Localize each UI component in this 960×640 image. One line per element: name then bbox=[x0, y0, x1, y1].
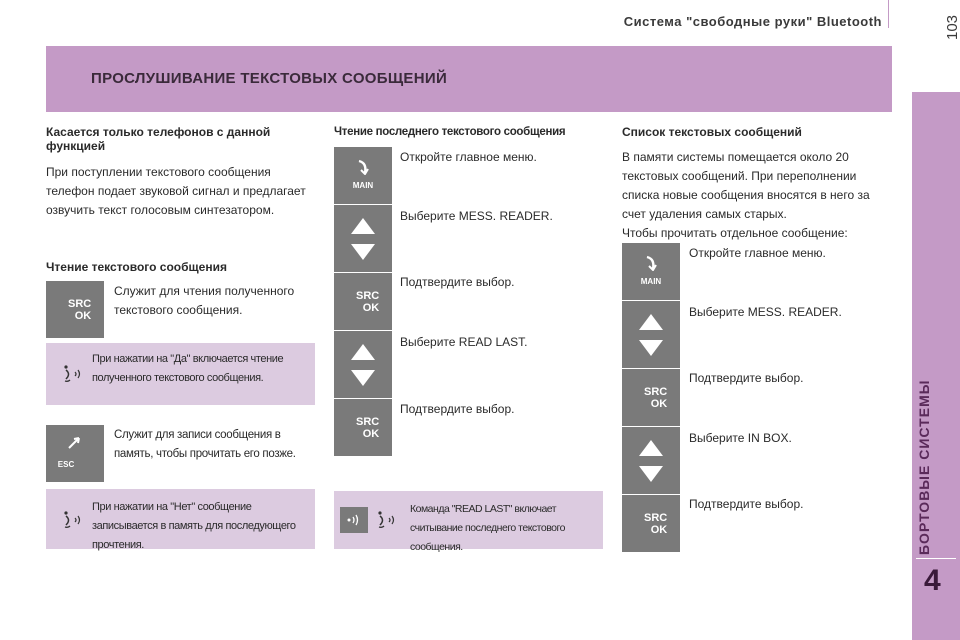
main-menu-icon: MAIN bbox=[334, 147, 392, 205]
arrow-down-icon bbox=[639, 465, 663, 482]
section-title: ПРОСЛУШИВАНИЕ ТЕКСТОВЫХ СООБЩЕНИЙ bbox=[91, 70, 448, 87]
voice-command-icon bbox=[64, 511, 81, 528]
voice-command-icon bbox=[64, 365, 81, 382]
arrow-up-icon bbox=[639, 313, 663, 330]
arrow-down-icon bbox=[351, 243, 375, 260]
reading-heading: Чтение текстового сообщения bbox=[46, 260, 227, 274]
page-number: 103 bbox=[944, 14, 960, 40]
right-intro: В памяти системы помещается около 20 тек… bbox=[622, 150, 870, 221]
src-ok-key-icon: SRC OK bbox=[46, 281, 104, 339]
chapter-number: 4 bbox=[924, 564, 941, 597]
middle-step-2: Выберите MESS. READER. bbox=[400, 209, 553, 223]
right-step-5: Подтвердите выбор. bbox=[689, 497, 804, 511]
arrow-up-icon bbox=[639, 439, 663, 456]
yes-note-text: При нажатии на "Да" включается чтение по… bbox=[92, 353, 284, 384]
arrow-down-icon bbox=[639, 339, 663, 356]
middle-heading: Чтение последнего текстового сообщения bbox=[334, 126, 566, 138]
arrow-keys-icon bbox=[622, 427, 680, 495]
chapter-tab-divider bbox=[916, 558, 956, 559]
chapter-side-tab bbox=[912, 92, 960, 640]
section-banner: ПРОСЛУШИВАНИЕ ТЕКСТОВЫХ СООБЩЕНИЙ bbox=[46, 46, 892, 112]
right-step-3: Подтвердите выбор. bbox=[689, 371, 804, 385]
arrow-keys-icon bbox=[334, 205, 392, 273]
speaker-icon bbox=[340, 507, 368, 533]
middle-step-4: Выберите READ LAST. bbox=[400, 335, 528, 349]
middle-step-3: Подтвердите выбор. bbox=[400, 275, 515, 289]
left-intro: При поступлении текстового сообщения тел… bbox=[46, 165, 306, 217]
right-step-1: Откройте главное меню. bbox=[689, 246, 826, 260]
no-note-text: При нажатии на "Нет" сообщение записывае… bbox=[92, 501, 296, 551]
esc-description: Служит для записи сообщения в память, чт… bbox=[114, 429, 296, 460]
esc-key-icon: ESC bbox=[46, 425, 104, 483]
middle-step-1: Откройте главное меню. bbox=[400, 150, 537, 164]
left-heading: Касается только телефонов с данной функц… bbox=[46, 125, 271, 153]
arrow-down-icon bbox=[351, 369, 375, 386]
middle-step-5: Подтвердите выбор. bbox=[400, 402, 515, 416]
src-ok-key-icon: SRC OK bbox=[622, 495, 680, 553]
no-note-box: При нажатии на "Нет" сообщение записывае… bbox=[46, 489, 315, 551]
right-lead: Чтобы прочитать отдельное сообщение: bbox=[622, 226, 848, 240]
main-arrow-icon bbox=[646, 255, 657, 272]
src-ok-description: Служит для чтения полученного текстового… bbox=[114, 284, 295, 317]
arrow-up-icon bbox=[351, 343, 375, 360]
chapter-tab-label: БОРТОВЫЕ СИСТЕМЫ bbox=[916, 379, 932, 555]
src-ok-key-icon: SRC OK bbox=[622, 369, 680, 427]
read-last-note-box: Команда "READ LAST" включает считывание … bbox=[334, 491, 603, 553]
src-ok-key-icon: SRC OK bbox=[334, 399, 392, 457]
voice-command-icon bbox=[378, 511, 395, 528]
running-header: Система "свободные руки" Bluetooth bbox=[623, 14, 882, 29]
esc-arrow-icon bbox=[68, 437, 80, 449]
arrow-keys-icon bbox=[622, 301, 680, 369]
yes-note-box: При нажатии на "Да" включается чтение по… bbox=[46, 343, 315, 405]
right-step-2: Выберите MESS. READER. bbox=[689, 305, 842, 319]
arrow-keys-icon bbox=[334, 331, 392, 399]
src-ok-key-icon: SRC OK bbox=[334, 273, 392, 331]
arrow-up-icon bbox=[351, 217, 375, 234]
main-arrow-icon bbox=[358, 159, 369, 176]
read-last-note-text: Команда "READ LAST" включает считывание … bbox=[410, 503, 565, 553]
right-heading: Список текстовых сообщений bbox=[622, 125, 802, 139]
right-step-4: Выберите IN BOX. bbox=[689, 431, 792, 445]
main-menu-icon: MAIN bbox=[622, 243, 680, 301]
header-divider bbox=[888, 0, 889, 28]
